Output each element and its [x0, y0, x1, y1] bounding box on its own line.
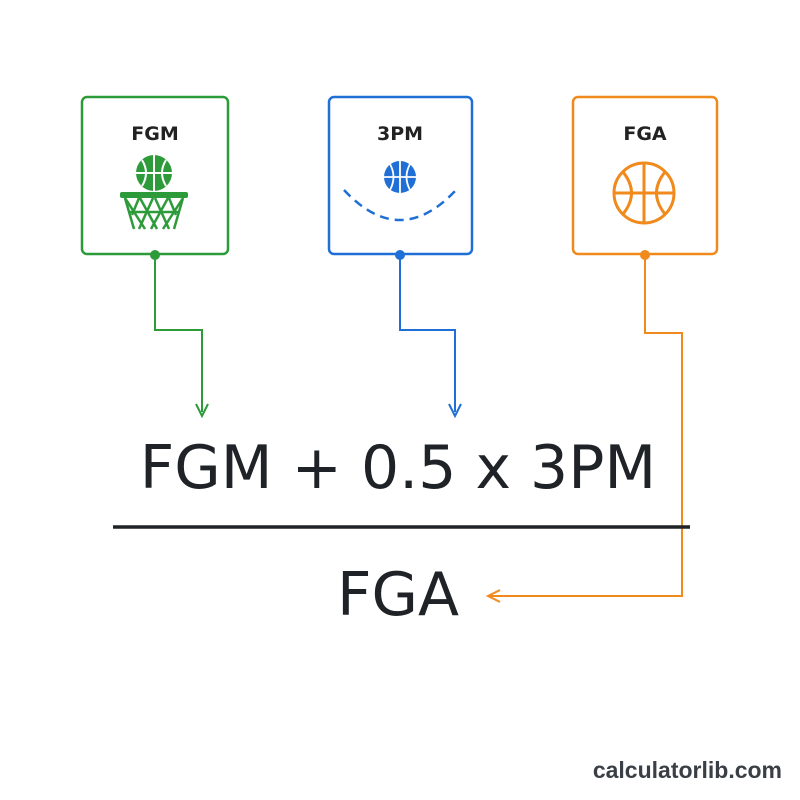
3pm-input-box: 3PM: [327, 95, 474, 260]
3pm-connector-dot: [395, 250, 405, 260]
basketball-hoop-icon: [120, 155, 188, 230]
fgm-input-box: FGM: [80, 95, 230, 260]
fga-label: FGA: [623, 123, 667, 145]
formula-denominator: FGA: [337, 560, 459, 630]
fga-connector-line: [485, 258, 683, 603]
basketball-icon: [612, 161, 676, 225]
formula-numerator: FGM + 0.5 x 3PM: [140, 433, 656, 503]
fgm-connector-line: [154, 258, 209, 419]
three-point-arc-icon: [343, 161, 457, 222]
fgm-connector-dot: [150, 250, 160, 260]
fga-input-box: FGA: [571, 95, 719, 260]
3pm-label: 3PM: [377, 123, 423, 145]
watermark: calculatorlib.com: [592, 757, 782, 783]
fgm-label: FGM: [131, 123, 178, 145]
fga-connector-dot: [640, 250, 650, 260]
3pm-connector-line: [399, 258, 462, 419]
